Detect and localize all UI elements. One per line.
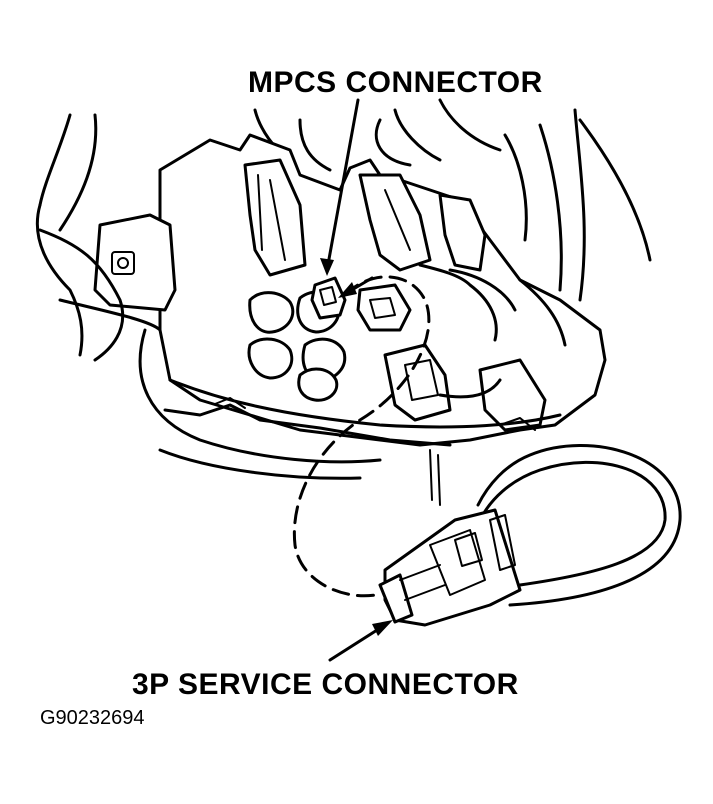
mpcs-connector-label: MPCS CONNECTOR xyxy=(248,66,543,99)
jumper-wire xyxy=(476,443,682,607)
service-connector-label: 3P SERVICE CONNECTOR xyxy=(132,668,519,701)
figure-id: G90232694 xyxy=(40,707,145,729)
mpcs-leader xyxy=(320,98,360,276)
service-connector-body xyxy=(378,508,522,627)
relay-box xyxy=(38,133,607,447)
insertion-arrow xyxy=(338,276,374,298)
wire-harness xyxy=(418,263,567,399)
background-hoses xyxy=(35,98,652,357)
dashed-connection xyxy=(292,275,431,598)
lower-frame xyxy=(138,328,441,506)
service-leader xyxy=(328,620,393,662)
